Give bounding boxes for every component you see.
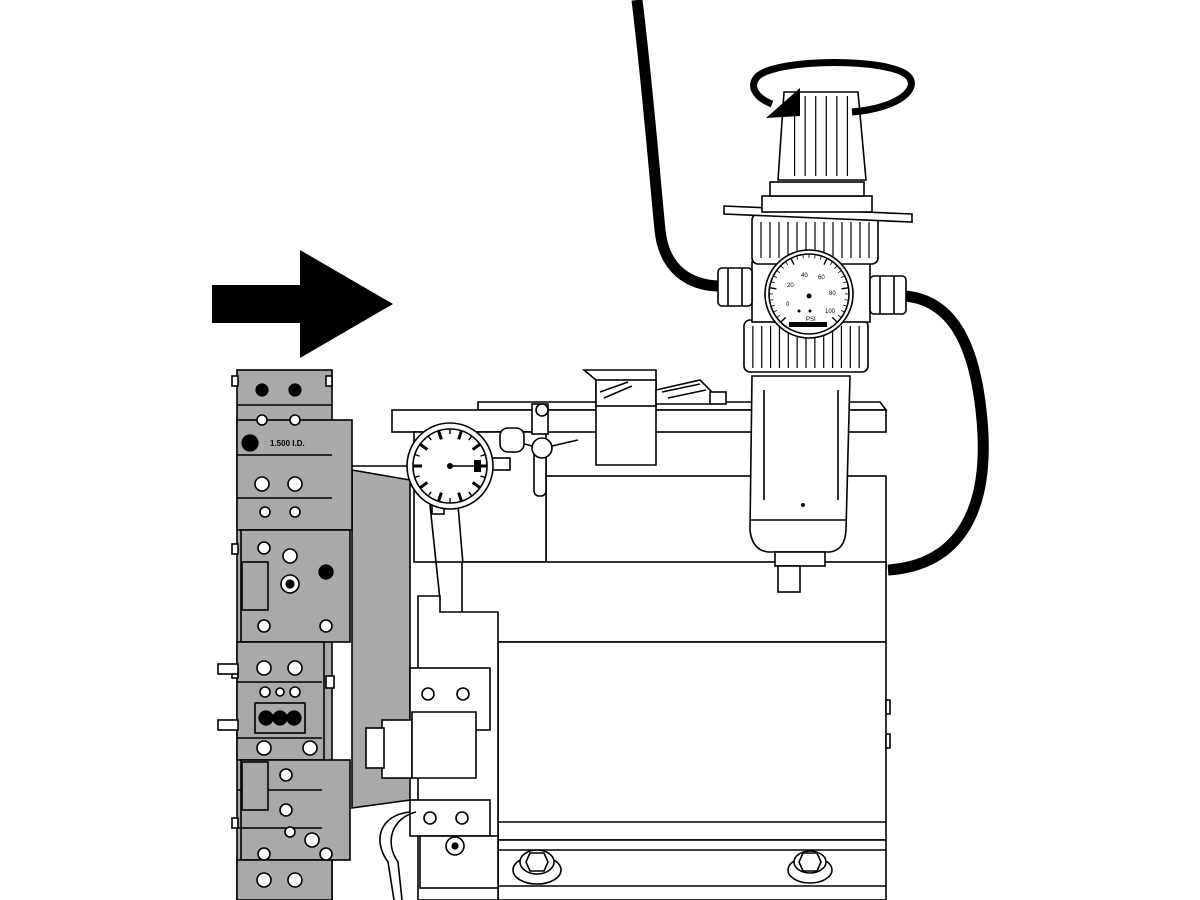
gray-fixture: 1.500 I.D.	[217, 369, 411, 900]
gauge-tick	[776, 270, 781, 274]
gauge-label-100: 100	[825, 309, 836, 315]
filter-bowl	[749, 375, 851, 553]
gauge-label-20: 20	[787, 283, 794, 289]
gauge-tick	[780, 316, 787, 323]
gauge-tick	[831, 316, 838, 323]
gauge-label-80: 80	[829, 291, 836, 297]
gauge-tick	[770, 304, 775, 307]
rail-bolt	[787, 850, 833, 884]
dial-indicator	[352, 422, 511, 515]
gauge-tick	[814, 254, 816, 259]
gauge-tick	[769, 299, 774, 301]
gauge-tick	[837, 314, 842, 318]
gauge-tick	[796, 255, 799, 260]
gauge-tick	[837, 270, 842, 274]
gauge-tick	[843, 304, 848, 307]
dial-tick	[427, 435, 432, 441]
dial-tick	[480, 453, 486, 457]
gauge-tick	[843, 281, 848, 284]
gauge-tick	[841, 287, 849, 290]
clockwise-rotation-icon	[750, 59, 915, 118]
gauge-tick	[823, 258, 828, 265]
gauge-tick	[819, 255, 822, 260]
fixture-size-label: 1.500 I.D.	[270, 439, 305, 448]
dial-tick	[419, 443, 429, 451]
outlet-port	[869, 275, 907, 315]
gauge-tick	[773, 275, 778, 279]
pressure-gauge: 0 20 40 60 80 100 PSI	[764, 249, 854, 339]
dial-tick	[468, 435, 473, 441]
rail-bolt	[512, 849, 562, 885]
inlet-port	[717, 267, 753, 307]
dial-tick	[480, 475, 486, 479]
gauge-label-0: 0	[786, 302, 790, 308]
gauge-tick	[844, 299, 849, 301]
gauge-label-60: 60	[818, 275, 825, 281]
gauge-tick	[790, 258, 795, 265]
gauge-label-40: 40	[801, 273, 808, 279]
dial-tick	[414, 453, 420, 457]
gauge-tick	[834, 265, 838, 269]
dial-tick	[427, 491, 432, 497]
gauge-tick	[773, 309, 778, 313]
dial-tick	[457, 430, 463, 440]
indicator-stand	[499, 369, 727, 497]
dial-tick	[471, 481, 481, 489]
dial-tick	[437, 492, 443, 502]
gauge-tick	[776, 314, 781, 318]
filter-regulator: 0 20 40 60 80 100 PSI	[717, 91, 913, 593]
air-hose	[631, 0, 989, 576]
gauge-unit: PSI	[806, 317, 816, 323]
gauge-tick	[780, 265, 784, 269]
lower-bracket	[365, 595, 499, 900]
dial-tick	[468, 491, 473, 497]
right-arrow-icon	[212, 250, 393, 358]
gauge-tick	[769, 287, 777, 290]
dial-tick	[471, 443, 481, 451]
gauge-tick	[829, 261, 833, 266]
dial-tick	[437, 430, 443, 440]
dial-tick	[414, 475, 420, 479]
gauge-tick	[785, 261, 789, 266]
dial-tick	[419, 481, 429, 489]
gauge-tick	[840, 275, 845, 279]
gauge-tick	[840, 309, 845, 313]
gauge-tick	[770, 281, 775, 284]
gauge-tick	[802, 254, 804, 259]
drain-valve	[777, 565, 801, 593]
dial-tick	[457, 492, 463, 502]
